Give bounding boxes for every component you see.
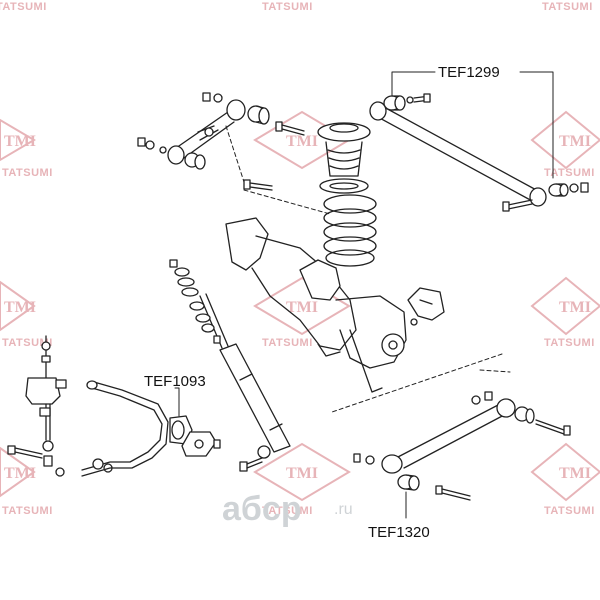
tef1299-washer-nut: [569, 182, 589, 193]
upper-left-nuts: [137, 92, 223, 154]
tmi-logo-text-6: TMI: [559, 299, 591, 316]
site-watermark: aбcp .ru: [222, 490, 353, 528]
stabilizer-end-bushings: [92, 458, 113, 473]
dashed-guides: [225, 125, 511, 413]
watermark-brand-top-3: TATSUMI: [542, 1, 593, 13]
upper-left-bushing-1: [247, 105, 270, 125]
watermark-brand-center-2: TATSUMI: [262, 337, 313, 349]
coil-spring: [323, 194, 377, 267]
watermark-brand-left-2: TATSUMI: [2, 337, 53, 349]
watermark-brand-top-2: TATSUMI: [262, 1, 313, 13]
stabilizer-bushing-tef1093: [169, 415, 193, 445]
watermark-brand-top-1: TATSUMI: [0, 1, 47, 13]
tmi-logo-6: [530, 276, 600, 336]
tmi-logo-8: [253, 442, 351, 502]
tmi-logo-text-5: TMI: [286, 299, 318, 316]
tmi-logo-7: [0, 446, 36, 498]
coil-spring-bump-stop: [317, 122, 371, 194]
watermark-brand-left-1: TATSUMI: [2, 167, 53, 179]
tef1320-bushing: [397, 474, 420, 491]
tmi-logo-text-8: TMI: [286, 465, 318, 482]
tef1299-bolt-bottom: [502, 199, 533, 212]
callout-tef1320: TEF1320: [368, 524, 430, 541]
upper-left-control-arm: [167, 99, 246, 165]
watermark-brand-right-1: TATSUMI: [544, 167, 595, 179]
callout-tef1093: TEF1093: [144, 373, 206, 390]
watermark-brand-right-2: TATSUMI: [544, 337, 595, 349]
tmi-logo-text-3: TMI: [559, 133, 591, 150]
site-watermark-tld: .ru: [334, 501, 353, 518]
stabilizer-bar: [81, 380, 169, 477]
callout-leader-tef1093: [174, 387, 180, 417]
tef1299-bushing-top: [383, 95, 406, 111]
upper-left-bolts: [243, 121, 305, 191]
watermark-logos: [0, 110, 600, 502]
tmi-logo-text-7: TMI: [4, 465, 36, 482]
shock-lower-bolt: [239, 457, 263, 472]
tmi-logo-1: [0, 118, 36, 162]
tmi-logo-text-1: TMI: [4, 133, 36, 150]
tmi-logo-text-2: TMI: [286, 133, 318, 150]
shock-absorber-mount-stack: [169, 259, 221, 344]
tef1299-bolt-top: [406, 93, 431, 104]
tef1320-upper-bushing: [514, 406, 535, 424]
callout-tef1299: TEF1299: [438, 64, 500, 81]
lateral-bracket: [407, 287, 445, 326]
rear-axle-housing: [225, 217, 407, 393]
callout-leader-tef1299: [391, 71, 554, 179]
tmi-logo-5: [253, 276, 351, 336]
tmi-logo-9: [530, 442, 600, 502]
stabilizer-bracket: [181, 431, 221, 457]
tmi-logo-text-9: TMI: [559, 465, 591, 482]
upper-rear-control-arm: [369, 101, 547, 207]
tmi-logo-text-4: TMI: [4, 299, 36, 316]
stabilizer-link: [7, 335, 67, 477]
tmi-logo-4: [0, 280, 36, 332]
lower-control-arm: [381, 398, 516, 474]
lower-arm-bolts: [353, 391, 571, 501]
site-watermark-text: aбcp: [222, 490, 302, 528]
tef1299-bushing-bottom: [548, 183, 569, 197]
watermark-brand-right-3: TATSUMI: [544, 505, 595, 517]
watermark-brand-left-3: TATSUMI: [2, 505, 53, 517]
upper-left-bushing-2: [184, 152, 206, 170]
watermark-brand-center-3: TATSUMI: [262, 505, 313, 517]
tmi-logo-3: [530, 110, 600, 170]
